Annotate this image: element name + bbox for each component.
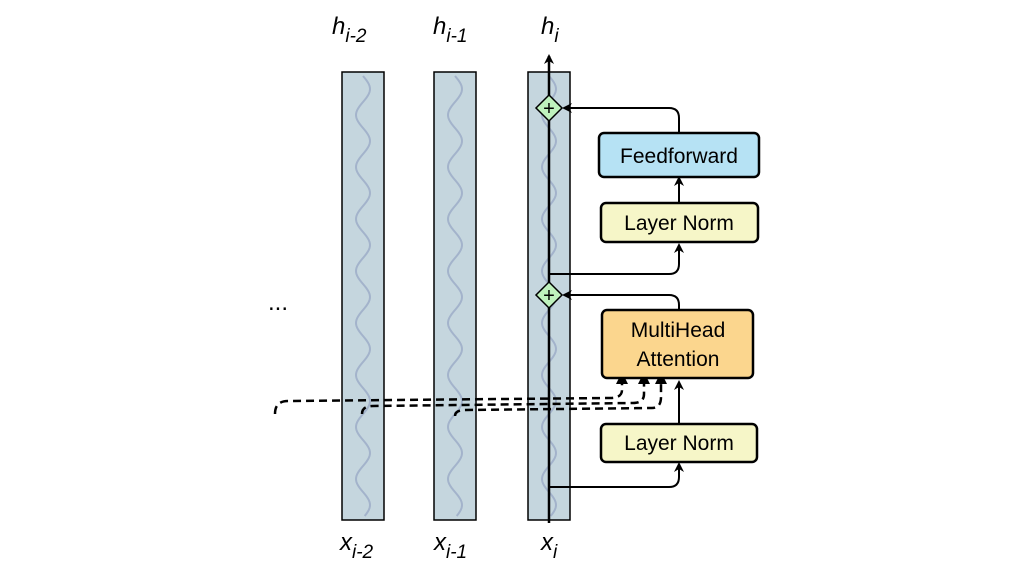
layer-norm-bottom-block: Layer Norm: [599, 422, 759, 464]
feedforward-label: Feedforward: [620, 145, 738, 168]
stream-column-i-1: [433, 71, 477, 521]
layer-norm-top-block: Layer Norm: [599, 201, 760, 244]
ellipsis: ...: [268, 289, 288, 316]
feedforward-block: Feedforward: [597, 131, 761, 179]
attention-label-line2: Attention: [637, 348, 720, 371]
multihead-attention-block: MultiHead Attention: [600, 308, 755, 380]
label-h-i: hi: [541, 13, 559, 47]
add-node-bottom: +: [534, 280, 564, 310]
attention-context-arrows: [273, 382, 663, 417]
label-x-i: xi: [540, 529, 558, 563]
label-h-i-2: hi-2: [332, 13, 367, 47]
attention-label-line1: MultiHead: [631, 319, 726, 342]
layer-norm-top-label: Layer Norm: [624, 212, 734, 235]
label-h-i-1: hi-1: [433, 13, 467, 47]
feedforward-to-add-arrow: [562, 103, 680, 133]
label-x-i-2: xi-2: [339, 529, 374, 563]
add-symbol: +: [543, 285, 555, 307]
layer-norm-bottom-label: Layer Norm: [624, 432, 734, 455]
stream-wave: [447, 75, 463, 517]
add-node-top: +: [534, 93, 564, 123]
label-x-i-1: xi-1: [433, 529, 467, 563]
attention-to-add-arrow: [562, 290, 680, 310]
branch-to-layer-norm-bottom: [549, 462, 684, 488]
branch-to-layer-norm-top: [549, 243, 684, 275]
stream-wave: [355, 75, 371, 517]
stream-column-i-2: [341, 71, 385, 521]
add-symbol: +: [543, 98, 555, 120]
